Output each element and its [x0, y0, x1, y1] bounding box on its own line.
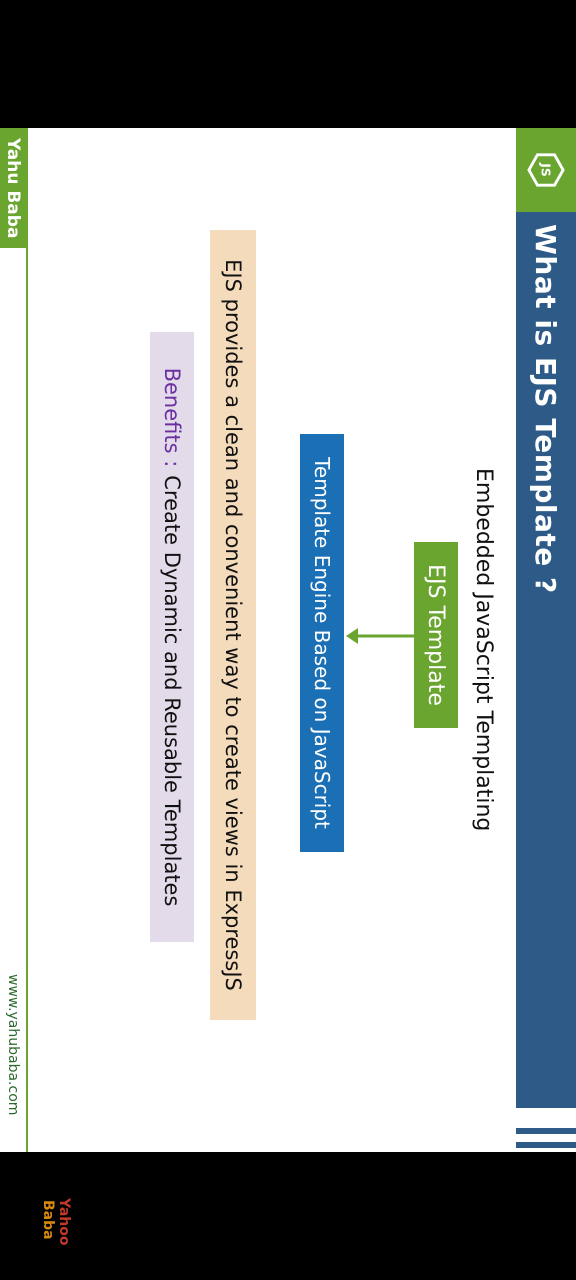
footer-brand: Yahu Baba — [0, 128, 26, 248]
benefits-label: Benefits : — [160, 367, 184, 468]
benefits-box: Benefits : Create Dynamic and Reusable T… — [150, 332, 194, 942]
arrow-head-icon — [346, 628, 358, 644]
watermark-line1: Yahoo — [56, 1197, 72, 1246]
slide-title: What is EJS Template ? — [516, 212, 576, 1108]
subtitle: Embedded JavaScript Templating — [471, 468, 496, 832]
yahoo-baba-watermark: Yahoo Baba — [30, 1196, 74, 1256]
video-frame: JS What is EJS Template ? Embedded JavaS… — [0, 128, 576, 1152]
footer-divider — [26, 128, 28, 1152]
nodejs-hexagon-icon: JS — [527, 153, 565, 187]
title-stripe — [516, 1128, 576, 1134]
description-box: EJS provides a clean and convenient way … — [210, 230, 256, 1020]
benefits-text: Create Dynamic and Reusable Templates — [160, 475, 184, 907]
logo-text: JS — [538, 162, 552, 176]
ejs-template-box: EJS Template — [414, 542, 458, 728]
slide: JS What is EJS Template ? Embedded JavaS… — [0, 128, 576, 1152]
watermark-line2: Baba — [40, 1200, 56, 1240]
footer-url: www.yahubaba.com — [5, 974, 21, 1116]
template-engine-box: Template Engine Based on JavaScript — [300, 434, 344, 852]
nodejs-logo: JS — [516, 128, 576, 212]
title-stripe — [516, 1142, 576, 1148]
